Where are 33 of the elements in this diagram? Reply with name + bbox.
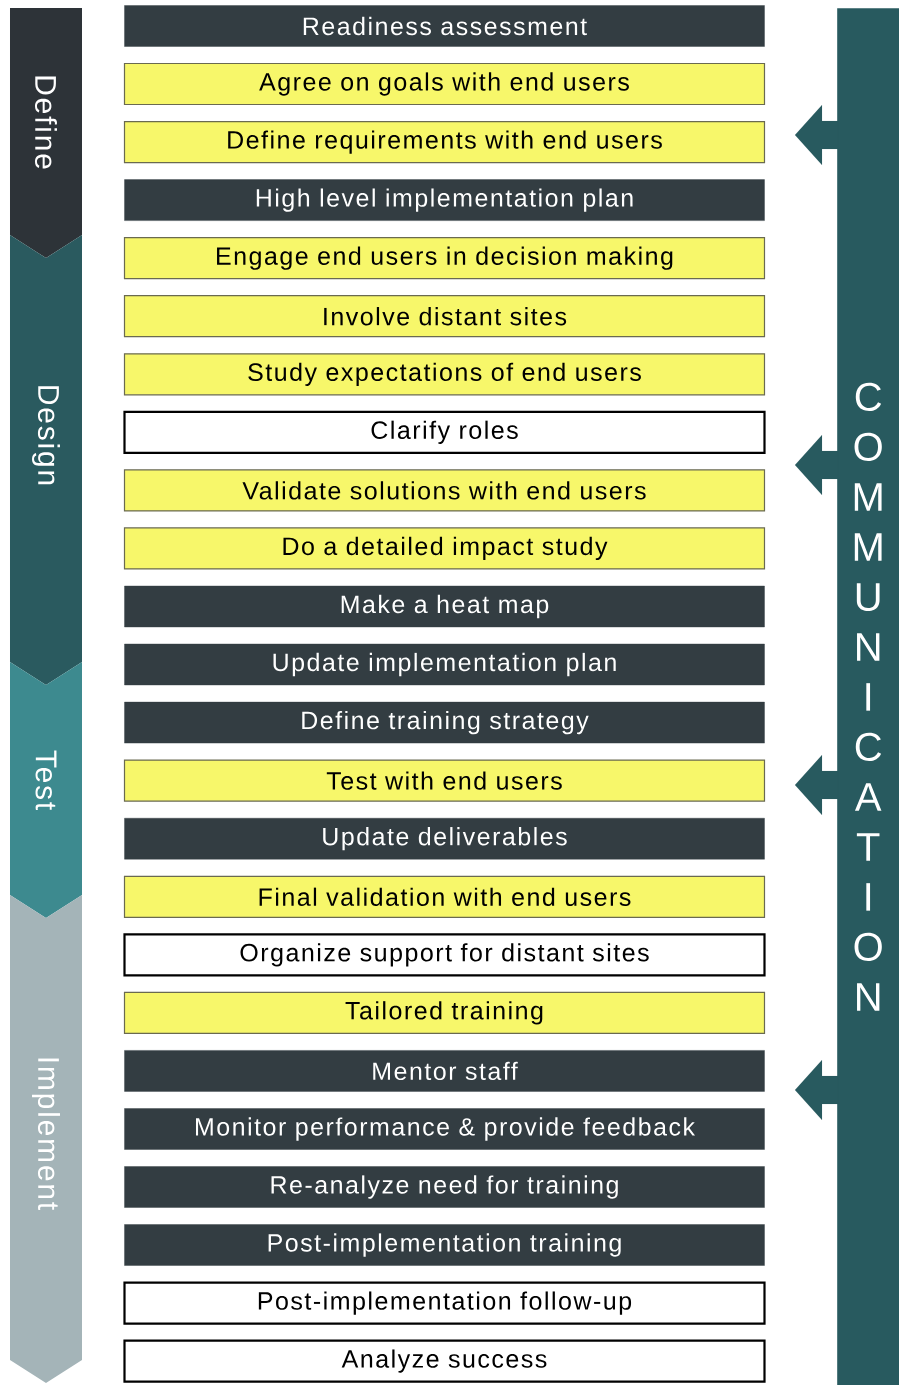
phase-band: Define	[10, 8, 82, 258]
task-box: Do a detailed impact study	[123, 527, 766, 570]
task-box: Test with end users	[123, 759, 766, 802]
task-box: Engage end users in decision making	[123, 237, 766, 280]
task-box: High level implementation plan	[124, 179, 765, 221]
task-box: Involve distant sites	[123, 295, 766, 338]
block-arrow	[794, 434, 839, 496]
task-box: Analyze success	[123, 1339, 766, 1383]
task-box: Define training strategy	[124, 701, 765, 744]
task-box: Re-analyze need for training	[124, 1166, 765, 1208]
task-box: Validate solutions with end users	[123, 469, 766, 512]
task-box: Update deliverables	[124, 818, 765, 860]
task-box: Post-implementation training	[124, 1224, 765, 1266]
phase-band: Implement	[10, 895, 82, 1383]
task-box: Clarify roles	[123, 410, 766, 454]
task-box: Agree on goals with end users	[123, 62, 766, 106]
communication-band: COMMUNICATION	[837, 8, 899, 1385]
task-box: Post-implementation follow-up	[123, 1281, 766, 1325]
task-box: Organize support for distant sites	[123, 933, 766, 977]
block-arrow	[794, 754, 839, 816]
task-box: Mentor staff	[124, 1050, 765, 1092]
task-box: Readiness assessment	[124, 5, 765, 47]
task-box: Final validation with end users	[123, 875, 766, 918]
task-box: Update implementation plan	[124, 643, 765, 686]
phase-band: Design	[10, 235, 82, 685]
block-arrow	[794, 104, 839, 166]
task-box: Tailored training	[123, 991, 766, 1034]
task-box: Define requirements with end users	[123, 121, 766, 164]
task-box: Study expectations of end users	[123, 353, 766, 396]
phase-band: Test	[10, 662, 82, 918]
task-box: Make a heat map	[124, 585, 765, 628]
task-box: Monitor performance & provide feedback	[124, 1108, 765, 1150]
block-arrow	[794, 1059, 839, 1121]
